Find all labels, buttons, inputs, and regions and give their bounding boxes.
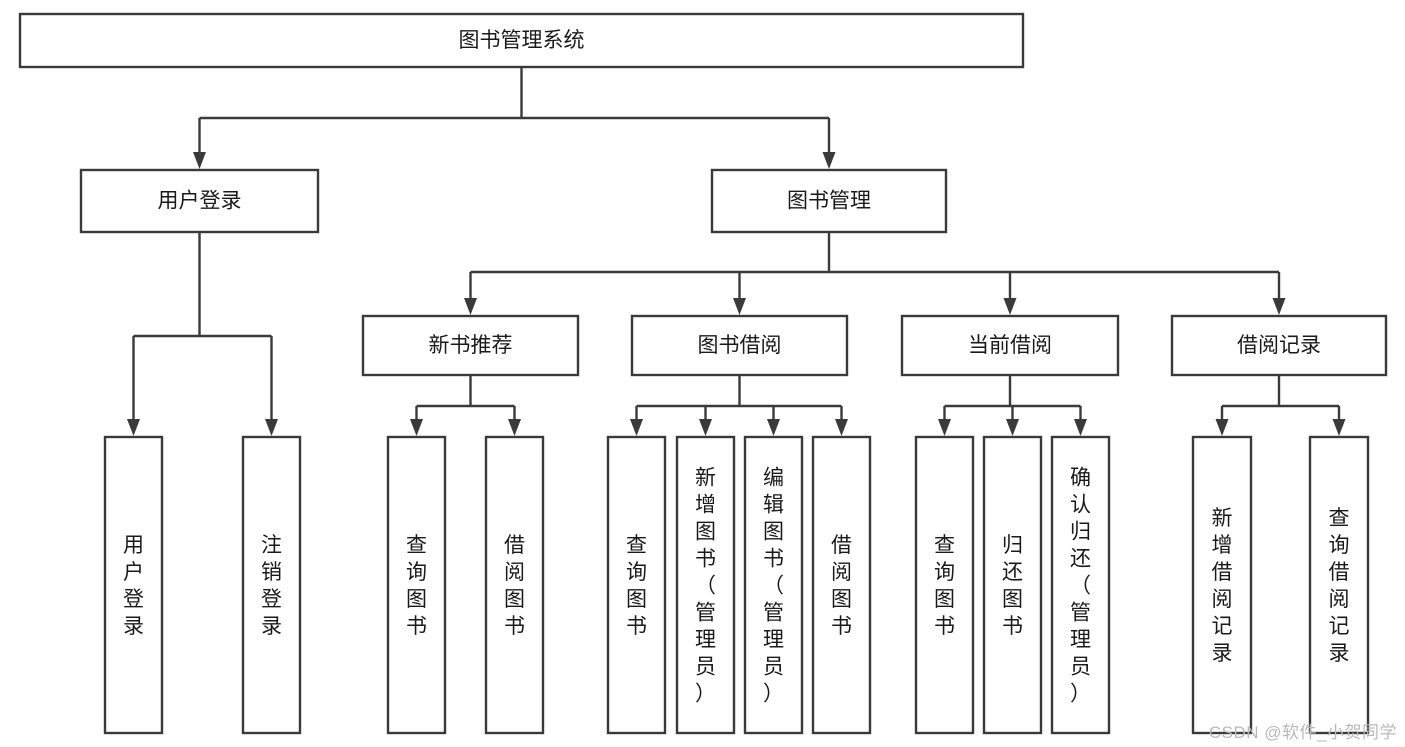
node-leaf-edit-book[interactable]: 编辑图书（管理员） bbox=[743, 435, 804, 735]
node-label-current-borrow: 当前借阅 bbox=[968, 334, 1052, 357]
arrow-head-leaf-borrow-book-1 bbox=[508, 419, 521, 436]
node-box-leaf-add-book[interactable] bbox=[675, 435, 736, 735]
node-leaf-query-book-2[interactable]: 查询图书 bbox=[606, 435, 667, 735]
connector-layer bbox=[127, 67, 1346, 436]
node-label-borrow-record: 借阅记录 bbox=[1237, 334, 1321, 357]
arrow-head-current-borrow bbox=[1003, 298, 1017, 315]
arrow-head-leaf-add-record bbox=[1215, 419, 1229, 436]
arrow-head-leaf-user-login bbox=[127, 419, 140, 436]
node-label-leaf-borrow-book-1: 借阅图书 bbox=[504, 534, 525, 638]
node-box-leaf-user-login[interactable] bbox=[103, 435, 164, 735]
node-label-book-borrow: 图书借阅 bbox=[698, 334, 782, 357]
node-leaf-borrow-book-2[interactable]: 借阅图书 bbox=[811, 435, 872, 735]
node-box-new-book-rec[interactable] bbox=[361, 314, 580, 377]
node-box-leaf-return-book[interactable] bbox=[982, 435, 1043, 735]
node-label-root: 图书管理系统 bbox=[459, 29, 585, 52]
arrow-head-user-login bbox=[193, 152, 206, 169]
arrow-head-leaf-query-record bbox=[1332, 419, 1346, 436]
node-box-leaf-add-record[interactable] bbox=[1191, 435, 1253, 735]
arrow-head-leaf-query-book-2 bbox=[630, 419, 643, 436]
node-box-borrow-record[interactable] bbox=[1170, 314, 1388, 377]
node-box-leaf-query-book-1[interactable] bbox=[386, 435, 447, 735]
node-box-leaf-confirm-return[interactable] bbox=[1050, 435, 1111, 735]
node-leaf-logout-login[interactable]: 注销登录 bbox=[241, 435, 302, 735]
node-leaf-query-record[interactable]: 查询借阅记录 bbox=[1308, 435, 1370, 735]
node-leaf-add-book[interactable]: 新增图书（管理员） bbox=[675, 435, 736, 735]
arrow-head-book-borrow bbox=[733, 298, 746, 315]
arrow-head-book-management bbox=[822, 152, 836, 169]
node-box-leaf-query-record[interactable] bbox=[1308, 435, 1370, 735]
node-leaf-confirm-return[interactable]: 确认归还（管理员） bbox=[1050, 435, 1111, 735]
node-user-login[interactable]: 用户登录 bbox=[79, 168, 320, 234]
node-box-current-borrow[interactable] bbox=[900, 314, 1120, 377]
node-leaf-query-book-3[interactable]: 查询图书 bbox=[914, 435, 975, 735]
arrow-head-borrow-record bbox=[1272, 298, 1286, 315]
node-leaf-borrow-book-1[interactable]: 借阅图书 bbox=[484, 435, 545, 735]
node-label-leaf-add-book: 新增图书（管理员） bbox=[695, 467, 716, 706]
arrow-head-leaf-confirm-return bbox=[1074, 419, 1087, 436]
node-new-book-rec[interactable]: 新书推荐 bbox=[361, 314, 580, 377]
node-root[interactable]: 图书管理系统 bbox=[18, 12, 1025, 69]
node-book-management[interactable]: 图书管理 bbox=[710, 168, 948, 234]
arrow-head-leaf-query-book-3 bbox=[938, 419, 951, 436]
node-label-user-login: 用户登录 bbox=[158, 190, 242, 213]
node-box-leaf-borrow-book-2[interactable] bbox=[811, 435, 872, 735]
node-label-book-management: 图书管理 bbox=[787, 190, 871, 213]
node-box-user-login[interactable] bbox=[79, 168, 320, 234]
arrow-head-leaf-logout-login bbox=[265, 419, 278, 436]
node-box-leaf-query-book-3[interactable] bbox=[914, 435, 975, 735]
node-label-leaf-return-book: 归还图书 bbox=[1002, 534, 1023, 638]
arrow-head-leaf-borrow-book-2 bbox=[835, 419, 848, 436]
node-label-leaf-query-record: 查询借阅记录 bbox=[1329, 507, 1350, 665]
node-leaf-user-login[interactable]: 用户登录 bbox=[103, 435, 164, 735]
node-leaf-return-book[interactable]: 归还图书 bbox=[982, 435, 1043, 735]
arrow-head-new-book-rec bbox=[464, 298, 477, 315]
node-leaf-query-book-1[interactable]: 查询图书 bbox=[386, 435, 447, 735]
node-borrow-record[interactable]: 借阅记录 bbox=[1170, 314, 1388, 377]
node-label-leaf-query-book-1: 查询图书 bbox=[406, 534, 427, 638]
node-box-book-borrow[interactable] bbox=[630, 314, 849, 377]
node-label-new-book-rec: 新书推荐 bbox=[429, 334, 513, 357]
node-book-borrow[interactable]: 图书借阅 bbox=[630, 314, 849, 377]
node-label-leaf-add-record: 新增借阅记录 bbox=[1212, 507, 1233, 665]
arrow-head-leaf-edit-book bbox=[767, 419, 780, 436]
node-box-leaf-edit-book[interactable] bbox=[743, 435, 804, 735]
node-box-leaf-query-book-2[interactable] bbox=[606, 435, 667, 735]
node-label-leaf-user-login: 用户登录 bbox=[123, 534, 144, 638]
node-layer: 图书管理系统用户登录图书管理新书推荐图书借阅当前借阅借阅记录用户登录注销登录查询… bbox=[18, 12, 1388, 735]
node-label-leaf-borrow-book-2: 借阅图书 bbox=[831, 534, 852, 638]
arrow-head-leaf-add-book bbox=[699, 419, 712, 436]
node-box-leaf-logout-login[interactable] bbox=[241, 435, 302, 735]
node-label-leaf-confirm-return: 确认归还（管理员） bbox=[1070, 467, 1091, 706]
node-box-leaf-borrow-book-1[interactable] bbox=[484, 435, 545, 735]
arrow-head-leaf-return-book bbox=[1006, 419, 1019, 436]
node-box-book-management[interactable] bbox=[710, 168, 948, 234]
node-leaf-add-record[interactable]: 新增借阅记录 bbox=[1191, 435, 1253, 735]
node-label-leaf-logout-login: 注销登录 bbox=[261, 534, 282, 638]
node-current-borrow[interactable]: 当前借阅 bbox=[900, 314, 1120, 377]
node-label-leaf-query-book-3: 查询图书 bbox=[934, 534, 955, 638]
arrow-head-leaf-query-book-1 bbox=[410, 419, 423, 436]
node-label-leaf-edit-book: 编辑图书（管理员） bbox=[763, 467, 784, 706]
node-box-root[interactable] bbox=[18, 12, 1025, 69]
node-label-leaf-query-book-2: 查询图书 bbox=[626, 534, 647, 638]
